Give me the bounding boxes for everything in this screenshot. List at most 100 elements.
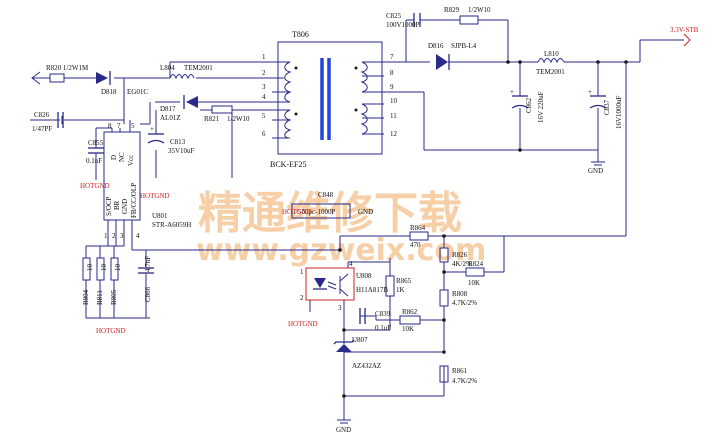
ic-pin-socp: S/OCP bbox=[105, 196, 113, 216]
r829-value: 1/2W10 bbox=[468, 6, 491, 14]
ic-num-5: 5 bbox=[131, 122, 135, 130]
c862-capacitor: + bbox=[510, 88, 529, 109]
ic-num-7: 7 bbox=[117, 122, 121, 130]
pin-10: 10 bbox=[390, 97, 398, 105]
u807-label: U807 bbox=[352, 336, 368, 344]
u807-regulator bbox=[333, 339, 355, 368]
secondary-output-wiring bbox=[384, 19, 684, 237]
out-connector bbox=[683, 33, 691, 47]
ic-pin-d: D bbox=[110, 155, 118, 160]
r824-value: 10K bbox=[468, 279, 480, 287]
r805-value: 10 bbox=[114, 264, 122, 272]
c862-label: C862 bbox=[525, 97, 533, 113]
pin-1: 1 bbox=[262, 53, 266, 61]
node-fb-2 bbox=[442, 270, 446, 274]
r808-label: R808 bbox=[452, 290, 468, 298]
c826-label: C826 bbox=[34, 111, 50, 119]
r821-resistor bbox=[211, 105, 233, 114]
hotgnd-5: HOTGND bbox=[288, 320, 318, 328]
c848-label: C848 bbox=[318, 191, 334, 199]
d817-label: D817 bbox=[160, 105, 176, 113]
ic-num-4: 4 bbox=[136, 232, 140, 240]
r826-label: R826 bbox=[452, 251, 468, 259]
c837-label: C837 bbox=[603, 99, 611, 115]
r820-label: R820 1/2W1M bbox=[46, 64, 89, 72]
r861-value: 4.7K/2% bbox=[452, 377, 477, 385]
resistor-bank bbox=[82, 245, 340, 319]
bck-label: BCK-EF25 bbox=[270, 160, 306, 169]
node-out-1 bbox=[518, 60, 522, 64]
r865-resistor bbox=[385, 275, 395, 297]
pin-4: 4 bbox=[262, 93, 266, 101]
ic-pin-vcc: Vcc bbox=[127, 155, 135, 166]
pin-6: 6 bbox=[262, 130, 266, 138]
ic-pin-gnd: GND bbox=[121, 199, 129, 214]
r829-label: R829 bbox=[444, 6, 460, 14]
out-net-label: 3.3V-STB bbox=[670, 26, 699, 34]
primary-input-wiring bbox=[30, 61, 290, 178]
r824-label: R824 bbox=[468, 260, 484, 268]
ic-num-3: 3 bbox=[120, 232, 124, 240]
t806-transformer bbox=[272, 41, 384, 155]
r826-value: 4K/2% bbox=[452, 260, 472, 268]
l810-inductor bbox=[537, 58, 565, 64]
watermark-cn: 精通维修下载 bbox=[198, 188, 462, 239]
feedback-wiring bbox=[309, 235, 505, 420]
r862-value: 10K bbox=[402, 325, 414, 333]
ic-pin-fb: FB/CC/OLP bbox=[130, 183, 138, 218]
r804-value: 10 bbox=[86, 264, 94, 272]
c837-value: 16V1000uF bbox=[615, 95, 623, 129]
ic-pin-br: BR bbox=[113, 200, 121, 210]
pin-2: 2 bbox=[262, 69, 266, 77]
r811-value: 10 bbox=[100, 264, 108, 272]
c866-value: 4.7nF bbox=[144, 256, 152, 272]
c855-label: C855 bbox=[88, 139, 104, 147]
c839-capacitor bbox=[359, 308, 366, 324]
pin-3: 3 bbox=[262, 83, 266, 91]
d816-label: D816 bbox=[428, 42, 444, 50]
node-fb-4 bbox=[442, 350, 446, 354]
u801-ic bbox=[103, 118, 141, 250]
gnd-label-c848: GND bbox=[358, 208, 373, 216]
c848-value: 500pc-1000P bbox=[298, 208, 335, 216]
r808-resistor bbox=[439, 289, 449, 307]
c866-label: C866 bbox=[144, 286, 152, 302]
r808-value: 4.7K/2% bbox=[452, 299, 477, 307]
hotgnd-2: HOTGND bbox=[140, 192, 170, 200]
r861-resistor bbox=[439, 365, 449, 383]
r864-resistor bbox=[409, 231, 429, 241]
c825-label: C825 bbox=[386, 12, 402, 20]
node-out-3 bbox=[624, 60, 628, 64]
l804-inductor bbox=[169, 74, 195, 80]
c826-capacitor bbox=[57, 112, 64, 128]
hotgnd-4: HOTGND bbox=[282, 208, 312, 216]
eg01c-label: EG01C bbox=[127, 88, 148, 96]
c825-value: 100V1000P bbox=[386, 21, 420, 29]
r805-label: R805 bbox=[110, 289, 118, 305]
node-fb-3 bbox=[442, 318, 446, 322]
c813-value: 35V10uF bbox=[168, 147, 195, 155]
u808-pin-3: 3 bbox=[338, 304, 342, 312]
pin-12: 12 bbox=[390, 130, 398, 138]
r864-value: 470 bbox=[410, 241, 421, 249]
sjpb-label: SJPB-L4 bbox=[451, 42, 477, 50]
node-out-2 bbox=[596, 60, 600, 64]
t806-label: T806 bbox=[292, 30, 309, 39]
c826-value: 1/47PF bbox=[32, 125, 52, 133]
l804-label: L804 bbox=[160, 64, 175, 72]
pin-8: 8 bbox=[390, 69, 394, 77]
node-fb-1 bbox=[442, 234, 446, 238]
hotgnd-3: HOTGND bbox=[96, 327, 126, 335]
gnd-symbol-bottom bbox=[337, 419, 351, 424]
node-fb-7 bbox=[338, 248, 342, 252]
r861-label: R861 bbox=[452, 367, 468, 375]
r862-label: R862 bbox=[402, 308, 418, 316]
c848-capacitor bbox=[291, 203, 351, 219]
r804-label: R804 bbox=[82, 289, 90, 305]
ic-num-8: 8 bbox=[108, 122, 112, 130]
r826-resistor bbox=[439, 247, 449, 263]
gnd-label-bottom: GND bbox=[336, 426, 351, 434]
c825-capacitor bbox=[413, 13, 421, 27]
